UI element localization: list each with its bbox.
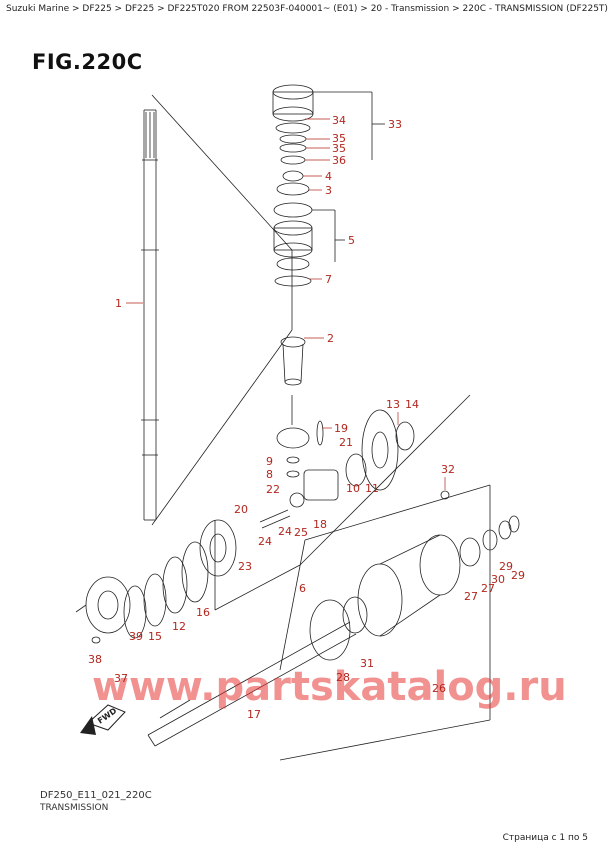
drive-shaft <box>141 109 159 521</box>
callout-36[interactable]: 36 <box>332 154 346 167</box>
callout-15[interactable]: 15 <box>148 630 162 643</box>
leader-lines <box>126 118 446 490</box>
callout-11[interactable]: 11 <box>365 482 379 495</box>
callout-33[interactable]: 33 <box>388 118 402 131</box>
callout-13[interactable]: 13 <box>386 398 400 411</box>
callout-35a[interactable]: 35 <box>332 132 346 145</box>
callout-17[interactable]: 17 <box>247 708 261 721</box>
callout-27b[interactable]: 27 <box>481 582 495 595</box>
callout-6[interactable]: 6 <box>299 582 306 595</box>
figure-title: FIG.220C <box>32 50 143 74</box>
figure-code: DF250_E11_021_220C <box>40 790 152 801</box>
breadcrumb[interactable]: Suzuki Marine > DF225 > DF225 > DF225T02… <box>6 4 608 14</box>
callout-35b[interactable]: 35 <box>332 142 346 155</box>
sleeve <box>280 336 306 386</box>
callout-3[interactable]: 3 <box>325 184 332 197</box>
callout-34[interactable]: 34 <box>332 114 346 127</box>
callout-28[interactable]: 28 <box>336 671 350 684</box>
callout-5[interactable]: 5 <box>348 234 355 247</box>
callout-18[interactable]: 18 <box>313 518 327 531</box>
callout-1[interactable]: 1 <box>115 297 122 310</box>
callout-25[interactable]: 25 <box>294 526 308 539</box>
page-info: Страница с 1 по 5 <box>502 833 588 843</box>
clutch-dog <box>259 420 367 529</box>
callout-32[interactable]: 32 <box>441 463 455 476</box>
callout-20[interactable]: 20 <box>234 503 248 516</box>
callout-10[interactable]: 10 <box>346 482 360 495</box>
callout-24a[interactable]: 24 <box>258 535 272 548</box>
callout-14[interactable]: 14 <box>405 398 419 411</box>
figure-name: TRANSMISSION <box>40 803 109 813</box>
bearing-housing <box>75 576 131 644</box>
callout-16[interactable]: 16 <box>196 606 210 619</box>
pinion-gear <box>276 427 310 478</box>
callout-26[interactable]: 26 <box>432 682 446 695</box>
callout-37[interactable]: 37 <box>114 672 128 685</box>
callout-23[interactable]: 23 <box>238 560 252 573</box>
callout-29b[interactable]: 29 <box>511 569 525 582</box>
callout-8[interactable]: 8 <box>266 468 273 481</box>
callout-2[interactable]: 2 <box>327 332 334 345</box>
reverse-gear <box>361 409 415 491</box>
callout-30[interactable]: 30 <box>491 573 505 586</box>
callout-9[interactable]: 9 <box>266 455 273 468</box>
propeller-shaft <box>147 621 357 747</box>
fwd-arrow-icon <box>80 704 126 735</box>
callout-4[interactable]: 4 <box>325 170 332 183</box>
callout-38[interactable]: 38 <box>88 653 102 666</box>
callout-7[interactable]: 7 <box>325 273 332 286</box>
callout-29a[interactable]: 29 <box>499 560 513 573</box>
callout-19[interactable]: 19 <box>334 422 348 435</box>
watermark: www.partskatalog.ru <box>92 664 567 710</box>
callout-27a[interactable]: 27 <box>464 590 478 603</box>
callout-31[interactable]: 31 <box>360 657 374 670</box>
forward-gear <box>123 519 237 639</box>
callout-12[interactable]: 12 <box>172 620 186 633</box>
shaft-housing <box>309 490 520 661</box>
callout-39[interactable]: 39 <box>129 630 143 643</box>
bearing-stack <box>272 84 314 287</box>
callout-21[interactable]: 21 <box>339 436 353 449</box>
callout-22[interactable]: 22 <box>266 483 280 496</box>
callout-24b[interactable]: 24 <box>278 525 292 538</box>
